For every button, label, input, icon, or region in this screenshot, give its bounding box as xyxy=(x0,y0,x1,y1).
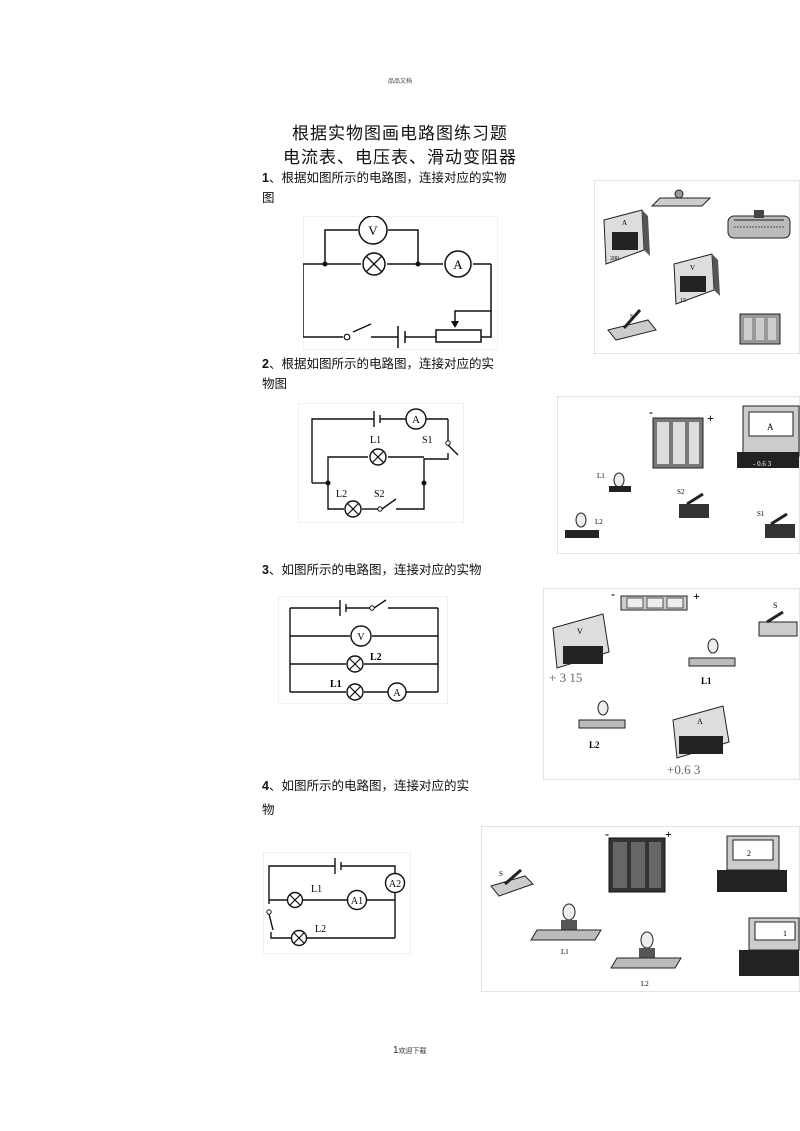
question-2-text-cont: 物图 xyxy=(262,376,288,391)
voltmeter-label-q3: V xyxy=(357,632,365,643)
apparatus-photo-4: S - + 2 L1 L2 1 xyxy=(481,826,800,992)
lamp-l2-label-q3: L2 xyxy=(370,652,382,663)
question-1-number: 1 xyxy=(262,171,269,185)
battery-minus-q3: - xyxy=(611,588,615,601)
circuit-diagram-3: V L2 L1 A xyxy=(278,596,448,704)
switch-s2-device: S2 xyxy=(677,488,709,518)
circuit-diagram-4: L1 A1 A2 L2 xyxy=(263,852,411,954)
lamp-l1-device: L1 xyxy=(597,472,631,492)
voltmeter-device: V + 3 15 xyxy=(549,613,610,685)
apparatus-photo-3: - + V + 3 15 S L1 L2 A +0.6 3 xyxy=(543,588,800,780)
lamp-l1-photo-label: L1 xyxy=(597,472,605,480)
page-title: 根据实物图画电路图练习题 xyxy=(292,124,508,144)
switch-label-1: S xyxy=(630,314,633,320)
header-note: 品品文档 xyxy=(388,78,413,85)
battery-device: - + xyxy=(611,588,700,611)
switch-device: S xyxy=(758,601,798,637)
battery-minus-q4: - xyxy=(605,827,609,841)
footer-text: 欢迎下载 xyxy=(398,1047,427,1055)
lamp-l1-photo-label-q3: L1 xyxy=(701,676,712,686)
question-3-number: 3 xyxy=(262,563,269,577)
svg-text:A: A xyxy=(697,717,703,726)
lamp-l2-label-q4: L2 xyxy=(315,924,326,935)
ammeter-device: A +0.6 3 xyxy=(667,705,730,777)
ammeter-a2-device: 2 xyxy=(717,835,787,892)
apparatus-photo-1: A 200 V 15 S xyxy=(594,180,800,354)
apparatus-photo-2: - + A - 0.6 3 L1 S2 L2 S1 xyxy=(557,396,800,554)
switch-s1-device: S1 xyxy=(757,510,795,538)
voltmeter-scale-q3: + 3 15 xyxy=(549,670,582,685)
ammeter-a2-label: A2 xyxy=(389,879,401,890)
lamp-l1-device: L1 xyxy=(530,903,602,956)
rheostat-device xyxy=(727,210,791,239)
battery-device xyxy=(739,313,781,345)
switch-s1-photo-label: S1 xyxy=(757,510,765,518)
question-3: 3、如图所示的电路图，连接对应的实物 xyxy=(262,560,532,580)
switch-label-q4: S xyxy=(499,870,503,878)
ammeter-device: A - 0.6 3 xyxy=(737,405,800,468)
page-number: 1 xyxy=(393,1045,399,1056)
lamp-l2-photo-label-q3: L2 xyxy=(589,740,600,750)
question-4-text-cont: 物 xyxy=(262,802,275,817)
switch-device: S xyxy=(607,309,657,341)
voltmeter-device: V 15 xyxy=(673,253,720,305)
question-2-number: 2 xyxy=(262,357,269,371)
ammeter-a1-device: 1 xyxy=(739,917,800,976)
battery-plus: + xyxy=(707,411,714,425)
svg-text:V: V xyxy=(690,264,695,272)
ammeter-device: A 200 xyxy=(603,209,650,265)
ammeter-a1-label: A1 xyxy=(351,896,363,907)
question-3-text: 、如图所示的电路图，连接对应的实物 xyxy=(268,562,482,577)
lamp-l1-label-q4: L1 xyxy=(311,884,322,895)
lamp-l2-photo-label-q4: L2 xyxy=(641,980,649,988)
lamp-l1-label-q3: L1 xyxy=(330,679,342,690)
svg-text:A: A xyxy=(767,422,774,432)
battery-device: - + xyxy=(605,827,672,893)
circuit-diagram-1: V A xyxy=(303,216,498,350)
ammeter-label: A xyxy=(453,257,463,272)
ammeter-scale-q2: - 0.6 3 xyxy=(753,460,772,468)
lamp-base xyxy=(650,189,712,207)
question-1-text-cont: 图 xyxy=(262,190,275,205)
question-4-number: 4 xyxy=(262,779,269,793)
question-1-text: 、根据如图所示的电路图，连接对应的实物 xyxy=(268,170,507,185)
battery-plus-q4: + xyxy=(665,827,672,841)
battery-device: - + xyxy=(649,405,714,469)
question-2-text: 、根据如图所示的电路图，连接对应的实 xyxy=(268,356,494,371)
lamp-l2-label-q2: L2 xyxy=(336,489,347,500)
battery-plus-q3: + xyxy=(693,589,700,603)
voltmeter-label: V xyxy=(368,223,378,238)
question-2: 2、根据如图所示的电路图，连接对应的实 物图 xyxy=(262,354,532,393)
lamp-l2-photo-label: L2 xyxy=(595,518,603,526)
ammeter-label-q3: A xyxy=(393,688,401,699)
ammeter-label-q2: A xyxy=(412,414,420,426)
page-subtitle: 电流表、电压表、滑动变阻器 xyxy=(283,148,517,168)
footer: 1欢迎下载 xyxy=(393,1045,427,1056)
ammeter-a1-photo-label: 1 xyxy=(783,929,787,938)
ammeter-a2-photo-label: 2 xyxy=(747,849,751,858)
circuit-diagram-2: A L1 S1 L2 S2 xyxy=(298,403,464,523)
switch-s1-label-q2: S1 xyxy=(422,435,433,446)
switch-s2-photo-label: S2 xyxy=(677,488,685,496)
switch-label-q3: S xyxy=(773,601,777,610)
switch-device: S xyxy=(490,868,534,897)
switch-s2-label-q2: S2 xyxy=(374,489,385,500)
meter-label-15: 15 xyxy=(680,298,686,304)
ammeter-scale-q3: +0.6 3 xyxy=(667,762,700,777)
lamp-l1-photo-label-q4: L1 xyxy=(561,948,569,956)
lamp-l1-device: L1 xyxy=(688,638,736,686)
battery-minus: - xyxy=(649,405,653,419)
lamp-l2-device: L2 xyxy=(578,700,626,750)
question-4-text: 、如图所示的电路图，连接对应的实 xyxy=(268,778,469,793)
lamp-l2-device: L2 xyxy=(610,931,682,988)
svg-text:V: V xyxy=(577,627,583,636)
svg-text:A: A xyxy=(622,219,627,227)
lamp-l2-device: L2 xyxy=(565,512,603,538)
lamp-l1-label-q2: L1 xyxy=(370,435,381,446)
question-4: 4、如图所示的电路图，连接对应的实 物 xyxy=(262,774,532,822)
meter-label-200: 200 xyxy=(610,256,619,262)
question-1: 1、根据如图所示的电路图，连接对应的实物 图 xyxy=(262,168,562,207)
